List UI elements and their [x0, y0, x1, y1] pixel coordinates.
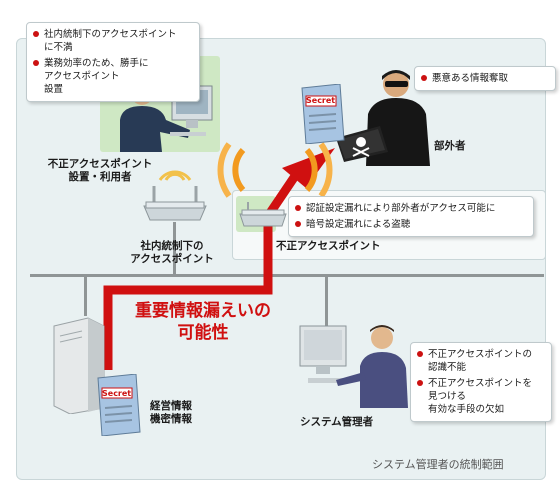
skull-icon [352, 137, 370, 157]
admin-scope-label: システム管理者の統制範囲 [372, 458, 504, 471]
network-drop-admin [325, 276, 328, 326]
secret-label-top: Secret [306, 96, 336, 105]
network-backbone [30, 274, 544, 277]
secret-document-bottom-icon [97, 374, 141, 436]
outsider-callout: 悪意ある情報奪取 [414, 66, 556, 91]
corporate-ap-label: 社内統制下の アクセスポイント [130, 240, 214, 265]
admin-callout-item: 不正アクセスポイントの 認識不能 [417, 348, 545, 374]
leak-risk-headline: 重要情報漏えいの 可能性 [135, 301, 271, 343]
confidential-info-label: 経営情報 機密情報 [150, 400, 192, 425]
corporate-access-point-icon [143, 186, 207, 221]
outsider-label: 部外者 [434, 140, 466, 152]
network-drop-corporate-ap [173, 222, 176, 276]
insider-callout-item: 業務効率のため、勝手に アクセスポイント 設置 [33, 57, 193, 96]
rogue-access-point-icon [239, 202, 287, 227]
rogue-user-label: 不正アクセスポイント 設置・利用者 [47, 158, 153, 183]
system-admin-label: システム管理者 [300, 416, 374, 428]
wifi-signal-icon [217, 142, 333, 198]
rogue-ap-callout-item: 暗号設定漏れによる盗聴 [295, 218, 527, 231]
rogue-ap-callout: 認証設定漏れにより部外者がアクセス可能に 暗号設定漏れによる盗聴 [288, 196, 534, 237]
insider-callout: 社内統制下のアクセスポイント に不満 業務効率のため、勝手に アクセスポイント … [26, 22, 200, 102]
admin-callout-item: 不正アクセスポイントを 見つける 有効な手段の欠如 [417, 377, 545, 416]
outsider-callout-item: 悪意ある情報奪取 [421, 72, 549, 85]
network-drop-server [84, 276, 87, 316]
secret-document-top-icon [301, 84, 345, 144]
system-admin-icon [299, 325, 408, 408]
corporate-wifi-icon [158, 170, 192, 181]
insider-callout-item: 社内統制下のアクセスポイント に不満 [33, 28, 193, 54]
rogue-ap-callout-item: 認証設定漏れにより部外者がアクセス可能に [295, 202, 527, 215]
secret-label-bottom: Secret [102, 389, 132, 398]
rogue-ap-label: 不正アクセスポイント [276, 240, 381, 252]
admin-callout: 不正アクセスポイントの 認識不能 不正アクセスポイントを 見つける 有効な手段の… [410, 342, 552, 422]
outsider-person-icon [336, 70, 430, 166]
